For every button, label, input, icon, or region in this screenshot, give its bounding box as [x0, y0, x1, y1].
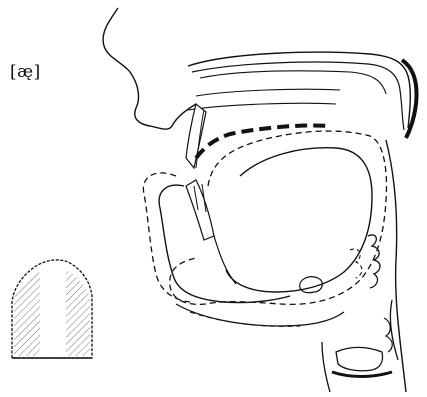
jaw-underside-dashed: [190, 312, 300, 326]
palatogram-inset: [12, 260, 92, 358]
hard-palate-inner: [192, 62, 404, 130]
velum-thick-edge: [402, 60, 416, 138]
palate-contact-dashed: [196, 125, 330, 158]
palate-band-b: [196, 89, 340, 96]
epiglottis-wavy: [368, 235, 380, 288]
phonetic-symbol-label: [æ̨]: [10, 62, 41, 82]
mouth-floor: [214, 236, 236, 284]
lower-lip-dashed: [143, 173, 190, 302]
vocal-folds: [336, 348, 383, 371]
tongue-body-outline: [226, 148, 372, 292]
lower-incisor: [186, 180, 214, 240]
lower-lip-outline: [159, 185, 290, 302]
palate-band-c: [188, 103, 336, 110]
vocal-folds-base: [332, 372, 392, 377]
face-profile-outline: [103, 8, 196, 129]
palate-band-a: [200, 71, 386, 94]
hard-palate-upper: [188, 52, 410, 128]
